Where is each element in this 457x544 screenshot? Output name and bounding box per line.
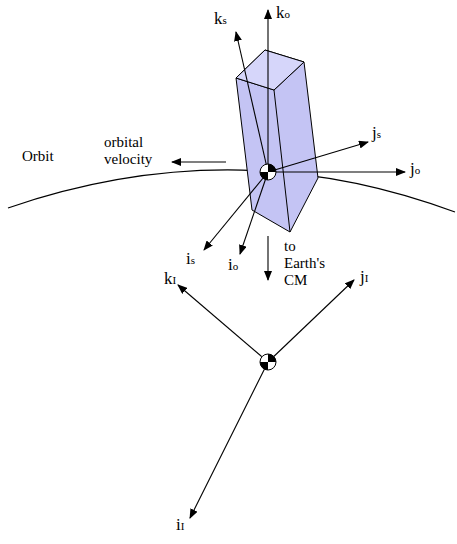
cm-symbol xyxy=(260,164,276,180)
direction-label: to Earth's CM xyxy=(284,238,336,289)
axis-arrows xyxy=(172,10,405,518)
axis-label: js xyxy=(372,124,381,143)
velocity-label: orbital velocity xyxy=(104,134,176,168)
axis-label: iI xyxy=(176,516,184,535)
axis-label: io xyxy=(228,256,238,275)
axis-label: is xyxy=(186,250,195,269)
axis-label: kI xyxy=(164,270,176,289)
axis-label: jo xyxy=(410,160,420,179)
axis-label: ks xyxy=(214,10,227,29)
orbit-arc xyxy=(8,170,455,212)
spacecraft-body xyxy=(236,50,318,232)
cm-symbol xyxy=(260,354,276,370)
axis-label: ko xyxy=(276,4,290,23)
orbit-label: Orbit xyxy=(22,148,54,165)
axis-label: jI xyxy=(360,268,368,287)
